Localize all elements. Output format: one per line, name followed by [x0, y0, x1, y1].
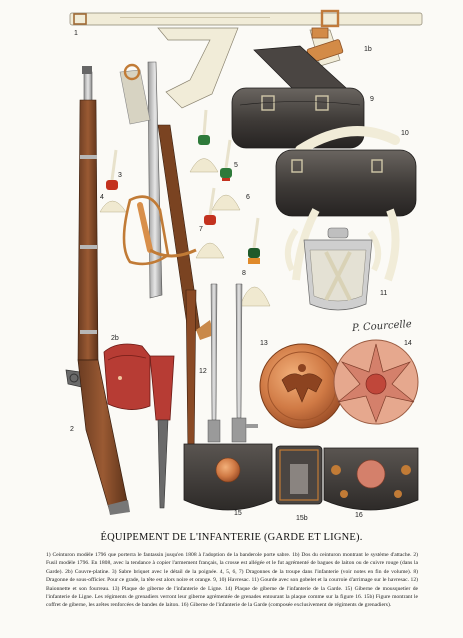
sword-knot-4	[99, 149, 127, 213]
label-16: 16	[355, 512, 363, 519]
knapsack-with-straps	[275, 126, 417, 282]
plate-title: ÉQUIPEMENT DE L'INFANTERIE (GARDE ET LIG…	[100, 532, 363, 543]
waist-belt	[69, 9, 423, 28]
label-3: 3	[118, 172, 122, 179]
label-7: 7	[199, 226, 203, 233]
label-2b: 2b	[111, 335, 119, 342]
label-14: 14	[404, 340, 412, 347]
label-13: 13	[260, 340, 268, 347]
sword-knot-6	[211, 139, 241, 211]
pouch-box	[275, 445, 323, 505]
bayonet	[185, 283, 258, 457]
guard-cartridge-pouch	[323, 447, 419, 511]
label-12: 12	[199, 368, 207, 375]
line-cartridge-pouch	[183, 443, 273, 511]
label-8: 8	[242, 270, 246, 277]
sword-knot-8	[239, 217, 271, 307]
plate-caption: 1) Ceinturon modèle 1796 que porterra le…	[46, 552, 418, 609]
sword-knot-5	[189, 109, 219, 173]
infantry-sabre	[119, 61, 214, 340]
guard-infantry-star-plate	[333, 339, 419, 425]
bayonet-scabbard	[149, 355, 175, 509]
label-10: 10	[401, 130, 409, 137]
musket	[65, 66, 130, 515]
label-1b: 1b	[364, 46, 372, 53]
sword-knots	[99, 109, 271, 307]
sword-knot-7	[195, 187, 225, 259]
label-15: 15	[234, 510, 242, 517]
canteen	[284, 227, 382, 311]
label-6: 6	[246, 194, 250, 201]
label-4: 4	[100, 194, 104, 201]
label-5: 5	[234, 162, 238, 169]
label-1: 1	[74, 30, 78, 37]
label-2: 2	[70, 426, 74, 433]
lock-cover	[103, 343, 151, 410]
label-15b: 15b	[296, 515, 308, 522]
belt-back-frog	[157, 27, 344, 109]
label-11: 11	[380, 290, 388, 297]
equipment-plate-illustration	[65, 9, 423, 515]
label-9: 9	[370, 96, 374, 103]
line-infantry-pouch-plate	[259, 343, 345, 429]
